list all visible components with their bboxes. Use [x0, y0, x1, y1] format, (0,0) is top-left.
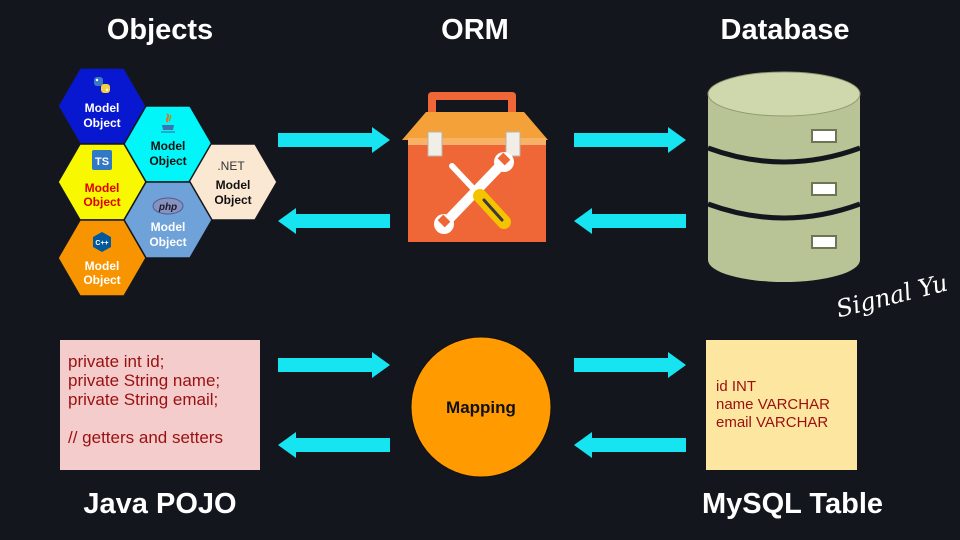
- mapping-label: Mapping: [446, 398, 516, 417]
- php-badge: php: [158, 202, 177, 213]
- java-pojo-code-box: private int id; private String name; pri…: [60, 340, 260, 470]
- hexagon-php-line1: Model: [151, 220, 186, 234]
- python-icon: [94, 77, 110, 93]
- hexagon-dotnet: .NET Model Object: [188, 143, 278, 221]
- toolbox-icon: [402, 92, 548, 242]
- arrow-mapping-to-pojo: [278, 432, 390, 458]
- hexagon-python-line1: Model: [85, 101, 120, 115]
- heading-objects: Objects: [106, 14, 214, 46]
- java-icon: [161, 113, 175, 133]
- arrow-orm-to-objects: [278, 208, 390, 234]
- hexagon-typescript: TS Model Object: [57, 143, 147, 221]
- hexagon-dotnet-line1: Model: [216, 178, 251, 192]
- typescript-icon: TS: [92, 150, 112, 170]
- dotnet-icon: .NET: [217, 159, 245, 173]
- typescript-badge: TS: [95, 156, 109, 168]
- php-icon: php: [152, 197, 184, 215]
- arrow-orm-to-database: [574, 127, 686, 153]
- hexagon-cpp-line2: Object: [83, 273, 120, 287]
- pojo-line-name: private String name;: [68, 371, 221, 390]
- arrow-database-to-orm: [574, 208, 686, 234]
- arrow-table-to-mapping: [574, 432, 686, 458]
- hexagon-cpp: C++ Model Object: [57, 219, 147, 297]
- heading-database: Database: [720, 14, 850, 46]
- hexagon-java-line1: Model: [151, 139, 186, 153]
- sql-line-email: email VARCHAR: [716, 414, 829, 431]
- model-objects-cluster: Model Object Model Object TS Model Objec…: [57, 67, 278, 297]
- heading-orm: ORM: [441, 14, 509, 46]
- arrow-mapping-to-table: [574, 352, 686, 378]
- mysql-table-box: id INT name VARCHAR email VARCHAR: [706, 340, 857, 470]
- sql-line-id: id INT: [716, 378, 757, 395]
- database-icon: [707, 71, 861, 282]
- pojo-line-id: private int id;: [68, 352, 165, 371]
- cpp-badge: C++: [95, 240, 108, 247]
- hexagon-dotnet-line2: Object: [214, 193, 251, 207]
- pojo-blank-line: [68, 409, 260, 428]
- sql-line-name: name VARCHAR: [716, 396, 830, 413]
- hexagon-cpp-line1: Model: [85, 259, 120, 273]
- cpp-icon: C++: [93, 232, 111, 252]
- arrow-pojo-to-mapping: [278, 352, 390, 378]
- hexagon-java-line2: Object: [149, 154, 186, 168]
- heading-java-pojo: Java POJO: [83, 488, 237, 520]
- pojo-line-email: private String email;: [68, 390, 219, 409]
- hexagon-python-line2: Object: [83, 116, 120, 130]
- hexagon-python: Model Object: [57, 67, 147, 145]
- mapping-circle: [410, 336, 552, 478]
- hexagon-typescript-line2: Object: [83, 195, 120, 209]
- pojo-line-comment: // getters and setters: [68, 428, 223, 447]
- hexagon-php-line2: Object: [149, 235, 186, 249]
- hexagon-typescript-line1: Model: [85, 181, 120, 195]
- hexagon-php: php Model Object: [123, 181, 213, 259]
- heading-mysql-table: MySQL Table: [701, 488, 884, 520]
- arrow-objects-to-orm: [278, 127, 390, 153]
